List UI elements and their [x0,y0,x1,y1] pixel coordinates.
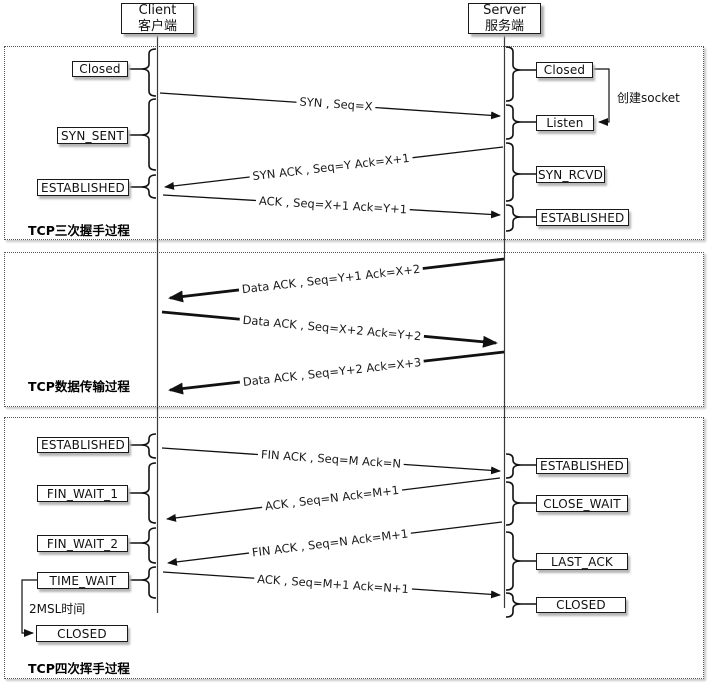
state-brace [505,592,536,618]
server-actor-box: Server 服务端 [468,3,541,34]
teardown-arrows [161,447,503,599]
state-brace [129,566,157,599]
state-client-syn-sent: SYN_SENT [57,127,128,144]
state-brace [129,98,157,171]
state-brace [129,174,157,199]
server-name-en: Server [483,3,526,19]
state-brace [505,453,536,479]
state-server-established-2: ESTABLISHED [536,458,628,474]
section-title-teardown: TCP四次挥手过程 [28,661,130,676]
state-brace [505,142,536,202]
time-wait-to-closed-connector [21,579,37,637]
state-server-syn-rcvd: SYN_RCVD [536,166,605,183]
self-connectors [21,68,610,637]
state-client-time-wait: TIME_WAIT [37,572,129,589]
state-server-closed: Closed [536,62,593,78]
state-server-established: ESTABLISHED [536,209,629,226]
state-client-closed: Closed [72,61,128,77]
state-brace [505,104,536,140]
client-name-zh: 客户端 [137,18,177,34]
state-server-closed-2: CLOSED [536,597,626,613]
state-brace [505,531,536,591]
state-brace [129,433,157,459]
state-server-close-wait: CLOSE_WAIT [536,495,628,512]
state-brace [129,48,157,97]
state-server-last-ack: LAST_ACK [536,553,628,570]
state-brace [129,462,157,524]
2msl-annotation: 2MSL时间 [29,600,86,617]
section-title-data: TCP数据传输过程 [28,379,130,394]
handshake-arrows [159,92,504,219]
state-braces [129,46,536,618]
section-title-handshake: TCP三次握手过程 [28,223,130,238]
state-server-listen: Listen [536,115,594,131]
state-client-established-2: ESTABLISHED [37,437,129,453]
state-brace [505,204,536,232]
state-brace [505,481,536,526]
state-brace [505,46,536,102]
client-name-en: Client [138,3,177,19]
state-client-fin-wait-1: FIN_WAIT_1 [37,485,128,502]
state-client-established: ESTABLISHED [37,179,129,196]
lifelines [156,34,506,613]
create-socket-connector [593,68,610,126]
client-actor-box: Client 客户端 [121,3,194,34]
create-socket-annotation: 创建socket [617,89,680,106]
state-brace [129,527,157,564]
server-name-zh: 服务端 [484,18,524,34]
state-client-fin-wait-2: FIN_WAIT_2 [37,535,128,552]
state-client-closed-2: CLOSED [36,625,128,642]
